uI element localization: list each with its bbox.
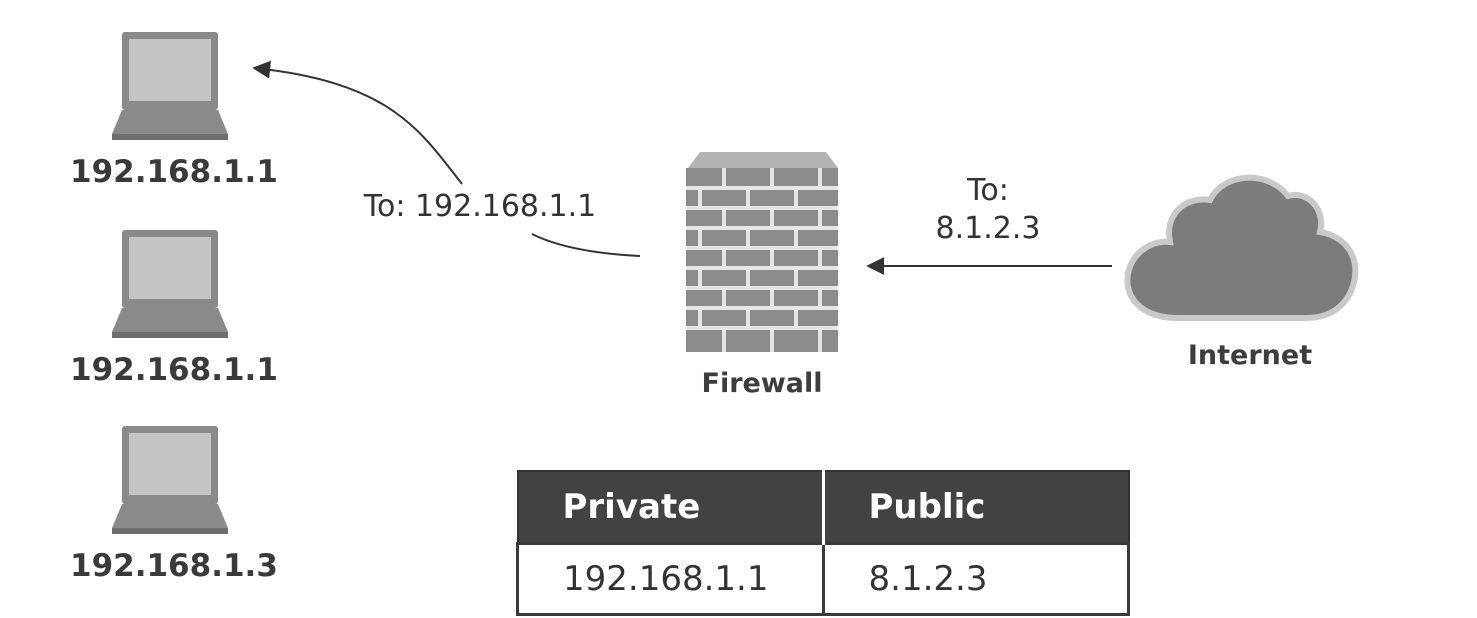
laptop-icon xyxy=(112,426,228,534)
private-ip-cell: 192.168.1.1 xyxy=(516,542,825,616)
to-host-label: To: 192.168.1.1 xyxy=(363,189,597,224)
column-header-public: Public xyxy=(821,470,1130,545)
nat-table-header-row: Private Public xyxy=(516,470,1130,545)
to-public-label-line2: 8.1.2.3 xyxy=(935,211,1041,246)
public-ip-cell: 8.1.2.3 xyxy=(821,542,1130,616)
host-ip-label: 192.168.1.1 xyxy=(70,352,278,388)
firewall-brick-wall-icon xyxy=(686,152,838,352)
internet-label: Internet xyxy=(1187,340,1313,371)
nat-table: Private Public 192.168.1.1 8.1.2.3 xyxy=(516,470,1130,616)
arrow-firewall-to-host-upper xyxy=(252,60,463,185)
cloud-icon xyxy=(1124,174,1359,321)
firewall-label: Firewall xyxy=(701,368,823,399)
arrow-firewall-to-host-lower xyxy=(531,233,641,257)
host-ip-label: 192.168.1.1 xyxy=(70,154,278,190)
laptop-icon xyxy=(112,32,228,140)
host-ip-label: 192.168.1.3 xyxy=(70,548,278,584)
table-row: 192.168.1.1 8.1.2.3 xyxy=(516,542,1130,616)
to-public-label-line1: To: xyxy=(967,173,1009,208)
laptop-icon xyxy=(112,230,228,338)
column-header-private: Private xyxy=(516,470,824,545)
